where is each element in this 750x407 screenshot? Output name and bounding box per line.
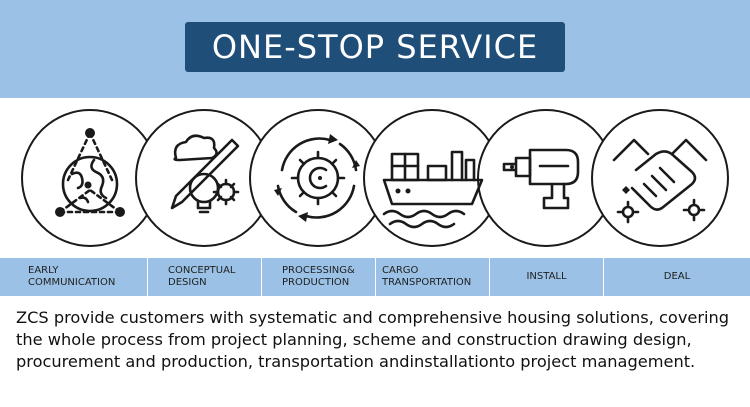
step-label-text: EARLY COMMUNICATION bbox=[28, 265, 116, 288]
handshake-icon bbox=[612, 138, 708, 224]
service-icons-row: .ring { fill: #ffffff; stroke: #1a1a1a; … bbox=[21, 109, 729, 247]
step-label-deal: DEAL bbox=[604, 258, 750, 296]
steps-label-bar: EARLY COMMUNICATION CONCEPTUAL DESIGN PR… bbox=[0, 258, 750, 296]
step-label-text: DEAL bbox=[663, 271, 691, 282]
page-title: ONE-STOP SERVICE bbox=[185, 22, 565, 72]
drill-icon bbox=[502, 148, 580, 210]
step-label-install: INSTALL bbox=[490, 258, 604, 296]
step-label-cargo: CARGO TRANSPORTATION bbox=[376, 258, 490, 296]
service-description: ZCS provide customers with systematic an… bbox=[16, 308, 730, 371]
step-label-conceptual-design: CONCEPTUAL DESIGN bbox=[148, 258, 262, 296]
step-label-text: PROCESSING& PRODUCTION bbox=[282, 265, 355, 288]
circle-deal bbox=[591, 109, 729, 247]
step-label-text: CARGO TRANSPORTATION bbox=[382, 265, 472, 288]
step-label-text: CONCEPTUAL DESIGN bbox=[168, 265, 236, 288]
cargo-ship-icon bbox=[382, 150, 484, 229]
step-label-text: INSTALL bbox=[526, 271, 567, 282]
gear-cycle-icon bbox=[274, 134, 360, 222]
step-label-early-communication: EARLY COMMUNICATION bbox=[0, 258, 148, 296]
pencil-bulb-gear-icon bbox=[170, 134, 240, 214]
globe-network-icon bbox=[55, 128, 125, 217]
step-label-processing: PROCESSING& PRODUCTION bbox=[262, 258, 376, 296]
